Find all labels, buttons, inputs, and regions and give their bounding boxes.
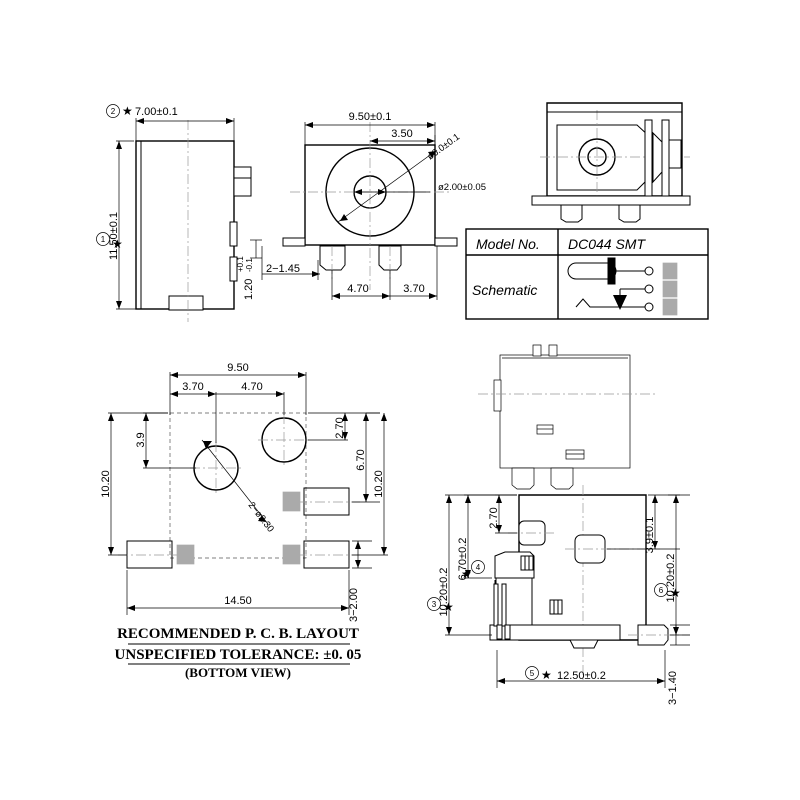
model-no-value: DC044 SMT bbox=[568, 236, 646, 252]
dim-height-1.20: 1.20 bbox=[243, 279, 255, 300]
dim-width-7.00: 7.00±0.1 bbox=[135, 106, 178, 118]
view-front-left-elevation: 2 ★ 7.00±0.1 1 ★ 11.50±0.1 bbox=[96, 104, 252, 322]
marker-4-label: 4 bbox=[476, 563, 481, 572]
model-schematic-table: Model No. DC044 SMT Schematic 1 3 2 bbox=[465, 228, 709, 320]
pcb-dim-10.20-right: 10.20 bbox=[373, 470, 385, 498]
pcb-pad-2: 2 bbox=[288, 498, 293, 509]
dim-pin-left-4.70: 4.70 bbox=[347, 283, 368, 295]
dim-1.20-tolerance: +0.1 bbox=[236, 256, 245, 272]
dim-right-small-3.9: 3.9±0.1 bbox=[644, 517, 656, 554]
pcb-dim-10.20-left: 10.20 bbox=[100, 470, 112, 498]
view-front-elevation-with-bore: 9.50±0.1 3.50 ø6.0±0.1 ø2.00±0.05 4.70 3… bbox=[236, 111, 486, 300]
dim-bore-inner: ø2.00±0.05 bbox=[438, 182, 486, 193]
dim-left-mid-6.70: 6.70±0.2 bbox=[457, 538, 469, 581]
pcb-dim-4.70: 4.70 bbox=[241, 381, 262, 393]
star-glyph-1: ★ bbox=[122, 104, 133, 118]
pcb-pad-1: 1 bbox=[182, 551, 187, 562]
view-recommended-pcb-layout: 1 2 3 2−ø2.30 9.50 3.70 4.70 10.20 3.9 2… bbox=[100, 362, 388, 680]
view-cross-section bbox=[531, 102, 691, 223]
pcb-caption-line3: (BOTTOM VIEW) bbox=[185, 665, 291, 680]
dim-right-overall-10.20: 10.20±0.2 bbox=[665, 554, 677, 603]
pcb-caption-line1: RECOMMENDED P. C. B. LAYOUT bbox=[117, 626, 359, 642]
pcb-dim-3-2.00: 3−2.00 bbox=[348, 588, 360, 622]
star-glyph-4: ★ bbox=[461, 567, 472, 581]
marker-5-label: 5 bbox=[530, 669, 535, 678]
star-glyph-3: ★ bbox=[443, 600, 454, 614]
dim-lead-2-1.45: 2−1.45 bbox=[266, 263, 300, 275]
star-glyph-2: ★ bbox=[112, 237, 123, 251]
pcb-hole-note: 2−ø2.30 bbox=[246, 500, 276, 534]
star-glyph-5: ★ bbox=[541, 668, 552, 682]
dim-pad-height-3-1.40: 3−1.40 bbox=[667, 671, 679, 705]
schematic-pin-3: 3 bbox=[667, 285, 672, 296]
dim-1.20-tolerance-lower: -0.1 bbox=[245, 258, 254, 272]
dim-bottom-12.50: 12.50±0.2 bbox=[557, 670, 606, 682]
dim-pin-right-3.70: 3.70 bbox=[403, 283, 424, 295]
view-side-outline bbox=[478, 344, 655, 490]
pcb-dim-9.50: 9.50 bbox=[227, 362, 248, 374]
pcb-dim-6.70: 6.70 bbox=[355, 449, 367, 470]
pcb-dim-3.70: 3.70 bbox=[182, 381, 203, 393]
dim-height-11.50: 11.50±0.1 bbox=[108, 212, 120, 260]
schematic-pin-2: 2 bbox=[667, 303, 672, 314]
pcb-dim-14.50: 14.50 bbox=[224, 595, 252, 607]
dim-left-overall-10.20: 10.20±0.2 bbox=[438, 568, 450, 617]
marker-1-label: 1 bbox=[101, 235, 106, 244]
schematic-label: Schematic bbox=[472, 282, 537, 298]
model-no-label: Model No. bbox=[476, 236, 540, 252]
marker-3-label: 3 bbox=[432, 600, 437, 609]
dim-overall-9.50: 9.50±0.1 bbox=[349, 111, 392, 123]
pcb-dim-3.9: 3.9 bbox=[135, 432, 147, 447]
pcb-caption-line2: UNSPECIFIED TOLERANCE: ±0. 05 bbox=[115, 647, 362, 663]
slot-marks bbox=[520, 555, 563, 615]
pcb-pad-3: 3 bbox=[288, 551, 293, 562]
marker-2-label: 2 bbox=[111, 107, 116, 116]
star-glyph-6: ★ bbox=[670, 586, 681, 600]
pcb-dim-2.70: 2.70 bbox=[334, 417, 346, 438]
dim-center-3.50: 3.50 bbox=[391, 128, 412, 140]
marker-6-label: 6 bbox=[659, 586, 664, 595]
schematic-pin-1: 1 bbox=[667, 267, 672, 278]
view-rear-elevation: 3 ★ 10.20±0.2 4 ★ 6.70±0.2 2.70 3.9±0.1 … bbox=[427, 485, 690, 705]
dim-top-small-2.70: 2.70 bbox=[488, 507, 500, 528]
